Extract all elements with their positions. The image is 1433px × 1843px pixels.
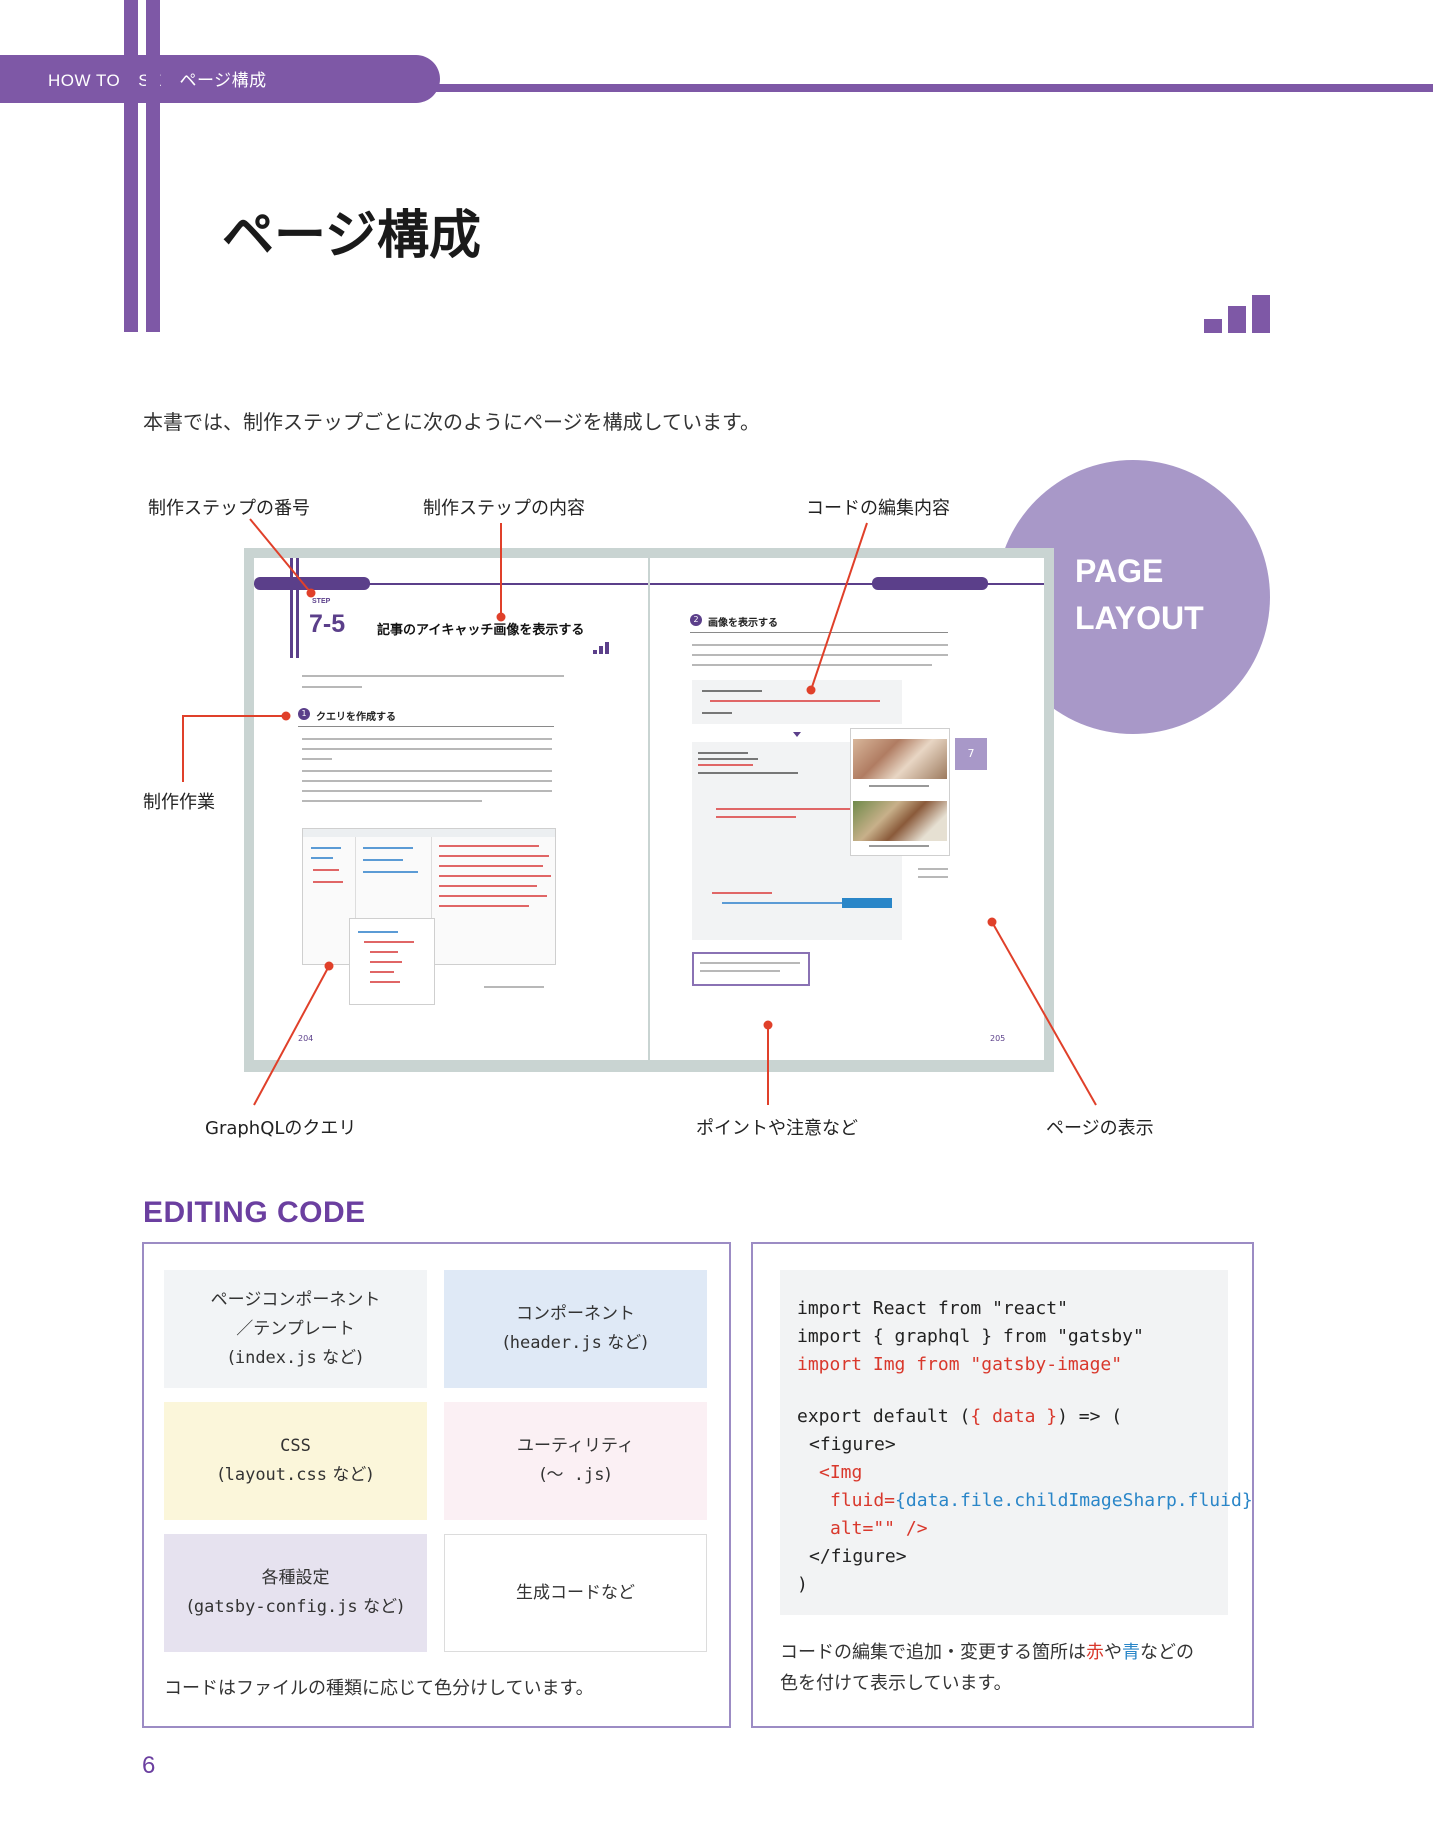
file-type-panel: ページコンポーネント ／テンプレート (index.js など) コンポーネント… xyxy=(142,1242,731,1728)
category-label: CSS xyxy=(280,1436,311,1456)
text-line xyxy=(302,738,552,740)
code-listing: import React from "react" import { graphq… xyxy=(797,1295,1253,1599)
level-bar-1 xyxy=(1204,319,1222,333)
code-line: ) xyxy=(797,1574,808,1595)
label-task: 制作作業 xyxy=(143,792,215,813)
chapter-index-tab: 7 xyxy=(955,738,987,770)
code-line: import React from "react" xyxy=(797,1298,1068,1319)
category-component: コンポーネント (header.js など) xyxy=(444,1270,707,1388)
mini-header-rule xyxy=(254,583,648,585)
task1-title: クエリを作成する xyxy=(316,712,396,723)
label-code-edit: コードの編集内容 xyxy=(806,498,950,519)
sample-right-page: 2 画像を表示する 7 xyxy=(650,558,1044,1060)
annotation-line xyxy=(918,876,948,878)
mini-step-title: 記事のアイキャッチ画像を表示する xyxy=(377,623,585,638)
text-line xyxy=(692,654,948,656)
mini-vertical-bar xyxy=(290,558,293,658)
label-step-number: 制作ステップの番号 xyxy=(148,498,310,519)
category-file: (index.js など) xyxy=(228,1347,363,1368)
task2-title: 画像を表示する xyxy=(708,618,778,629)
header-section-tab xyxy=(0,55,440,103)
preview-photo-2 xyxy=(853,801,947,841)
code-line: export default ({ data }) => ( xyxy=(797,1406,1123,1427)
text-line xyxy=(302,790,552,792)
left-page-number: 204 xyxy=(298,1034,314,1043)
mini-header-tab xyxy=(254,577,370,590)
mini-level-icon xyxy=(593,642,611,654)
category-css: CSS (layout.css など) xyxy=(164,1402,427,1520)
annotation-line xyxy=(918,868,948,870)
category-label: 生成コードなど xyxy=(516,1582,635,1603)
badge-line-2: LAYOUT xyxy=(1075,600,1204,636)
mini-step-label: STEP xyxy=(312,598,331,605)
code-sample-panel: import React from "react" import { graphq… xyxy=(751,1242,1254,1728)
mini-down-arrow xyxy=(793,732,801,737)
annotation-line xyxy=(484,986,544,988)
task1-underline xyxy=(298,726,554,727)
label-graphql: GraphQLのクエリ xyxy=(205,1118,357,1139)
code-line-added: import Img from "gatsby-image" xyxy=(797,1354,1123,1375)
text-line xyxy=(302,770,552,772)
browser-preview xyxy=(850,728,950,856)
code-sample-block: import React from "react" import { graphq… xyxy=(780,1270,1253,1615)
category-label: ユーティリティ xyxy=(517,1436,634,1456)
category-file: (〜 .js) xyxy=(539,1465,612,1485)
text-line xyxy=(302,758,332,760)
page-layout-badge-text: PAGE LAYOUT xyxy=(1075,548,1204,642)
mini-code-block-1 xyxy=(692,680,902,724)
header-vertical-bar-left xyxy=(124,0,138,332)
mini-step-number: 7-5 xyxy=(309,610,346,638)
mini-point-box xyxy=(692,952,810,986)
code-line-added: <Img xyxy=(819,1462,863,1483)
category-file: (layout.css など) xyxy=(217,1465,374,1485)
category-label: コンポーネント xyxy=(516,1304,635,1324)
code-caption: コードの編集で追加・変更する箇所は赤や青などの 色を付けて表示しています。 xyxy=(780,1642,1194,1694)
label-step-content: 制作ステップの内容 xyxy=(423,498,585,519)
text-line xyxy=(302,780,552,782)
book-spread: STEP 7-5 記事のアイキャッチ画像を表示する 1 クエリを作成する xyxy=(244,548,1054,1072)
category-config: 各種設定 (gatsby-config.js など) xyxy=(164,1534,427,1652)
task2-number: 2 xyxy=(690,614,702,626)
text-line xyxy=(692,664,932,666)
graphql-query-zoom xyxy=(349,918,435,1005)
category-label: 各種設定 xyxy=(261,1568,330,1588)
category-label-2: ／テンプレート xyxy=(236,1318,355,1339)
header-rule xyxy=(0,84,1433,92)
preview-photo-1 xyxy=(853,739,947,779)
sample-left-page: STEP 7-5 記事のアイキャッチ画像を表示する 1 クエリを作成する xyxy=(254,558,648,1060)
text-line xyxy=(302,686,362,688)
code-line: </figure> xyxy=(809,1546,907,1567)
right-page-number: 205 xyxy=(990,1034,1006,1043)
code-line: import { graphql } from "gatsby" xyxy=(797,1326,1144,1347)
text-line xyxy=(692,644,948,646)
label-display: ページの表示 xyxy=(1046,1118,1154,1139)
mini-header-tab-right xyxy=(872,577,988,590)
page-number: 6 xyxy=(142,1752,156,1779)
level-bar-2 xyxy=(1228,306,1246,333)
code-line: fluid={data.file.childImageSharp.fluid} xyxy=(830,1490,1253,1511)
level-bar-3 xyxy=(1252,295,1270,333)
mini-vertical-bar-2 xyxy=(296,558,299,658)
text-line xyxy=(302,675,564,677)
category-page-component: ページコンポーネント ／テンプレート (index.js など) xyxy=(164,1270,427,1388)
intro-text: 本書では、制作ステップごとに次のようにページを構成しています。 xyxy=(143,410,760,434)
code-line: <figure> xyxy=(809,1434,896,1455)
label-points: ポイントや注意など xyxy=(696,1118,858,1139)
category-generated: 生成コードなど xyxy=(444,1534,707,1652)
badge-line-1: PAGE xyxy=(1075,553,1164,589)
category-utility: ユーティリティ (〜 .js) xyxy=(444,1402,707,1520)
category-label: ページコンポーネント xyxy=(210,1289,381,1310)
level-bars-icon xyxy=(1204,295,1270,333)
header-vertical-bar-right xyxy=(146,0,160,332)
category-file: (header.js など) xyxy=(503,1333,648,1353)
code-line-added: alt="" /> xyxy=(830,1518,928,1539)
text-line xyxy=(302,748,552,750)
editing-code-title: EDITING CODE xyxy=(143,1196,366,1229)
task1-number: 1 xyxy=(298,708,310,720)
text-line xyxy=(302,800,482,802)
page-title: ページ構成 xyxy=(222,206,481,266)
category-file: (gatsby-config.js など) xyxy=(187,1597,404,1617)
file-type-caption: コードはファイルの種類に応じて色分けしています。 xyxy=(164,1678,594,1699)
task2-underline xyxy=(690,632,948,633)
